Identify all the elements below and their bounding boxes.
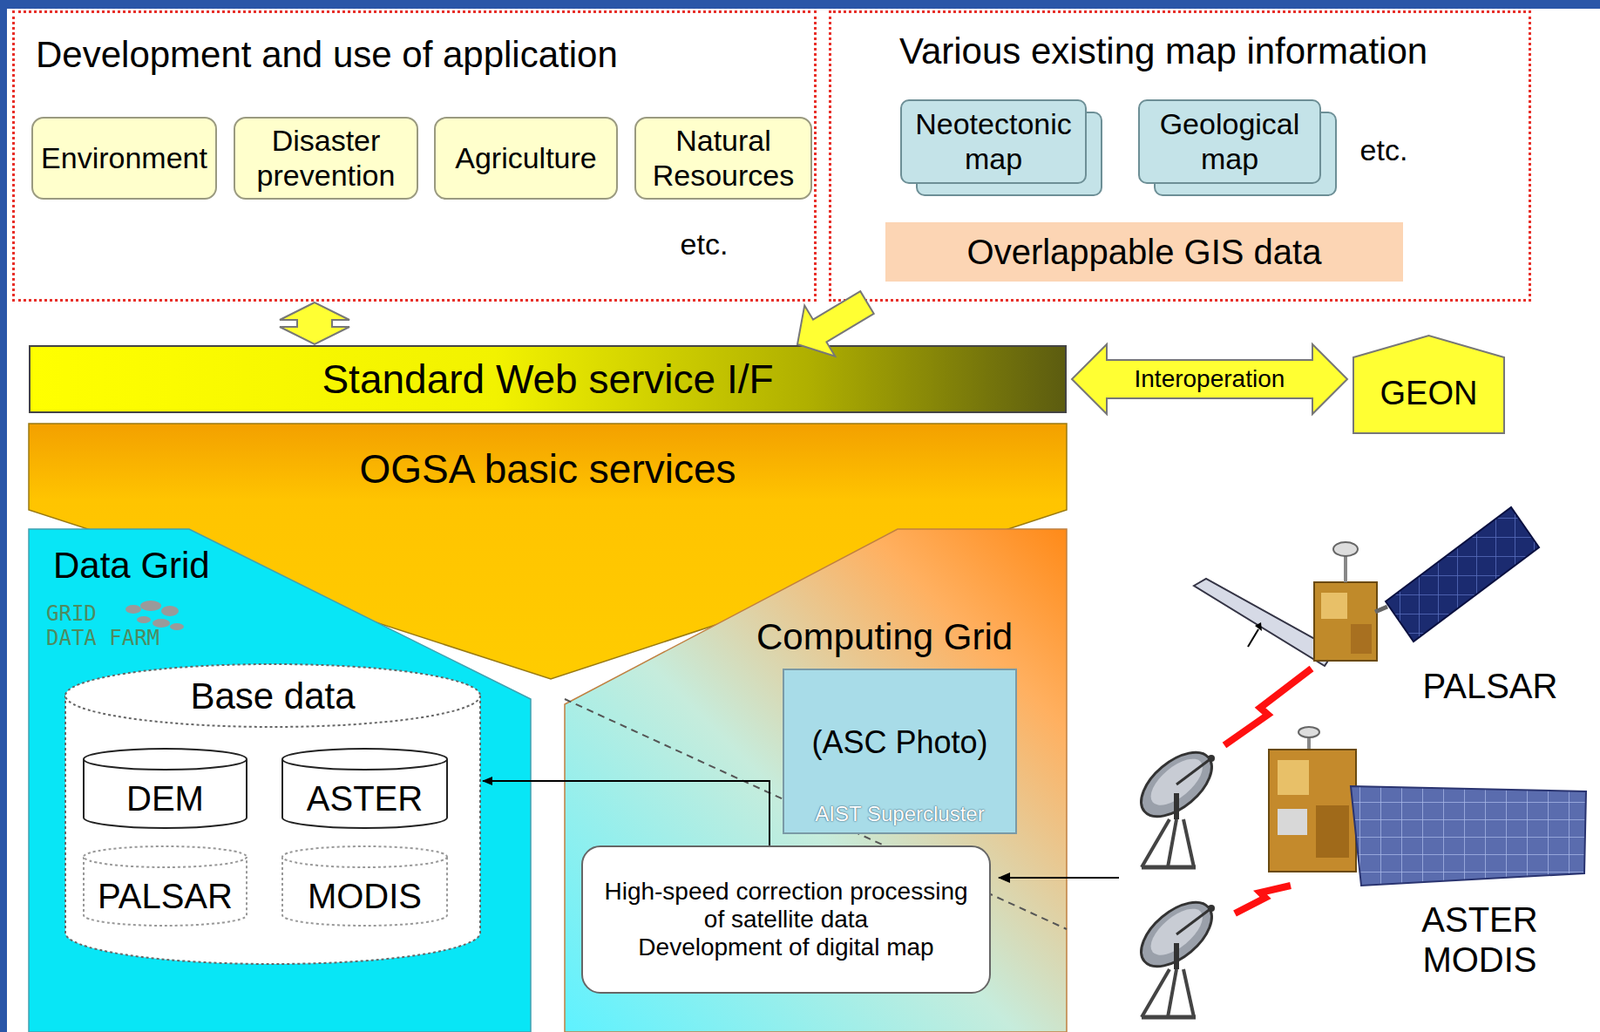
cluster-box: (ASC Photo) AIST Supercluster (782, 668, 1017, 834)
group-box: Various existing map informationNeotecto… (828, 10, 1532, 302)
node-label: Base data (63, 675, 482, 718)
node-label: Development and use of application (35, 33, 814, 76)
node-label: MODIS (280, 875, 449, 916)
geon-box: GEON (1352, 334, 1506, 434)
drawing-part (169, 623, 184, 631)
logo-spacer (115, 601, 186, 626)
logo-dots (125, 600, 184, 631)
etc-note: etc. (680, 227, 729, 261)
cylinder-top (282, 846, 448, 868)
drawing-part (1247, 629, 1259, 647)
node-label: Agriculture (439, 141, 613, 176)
satellite-name: PALSAR (1423, 666, 1559, 706)
map-stack: Geological map (1138, 99, 1322, 184)
data-cylinder: MODIS (280, 845, 449, 927)
drawing-part (1350, 786, 1587, 886)
drawing-part (136, 616, 151, 624)
drawing-part (1277, 759, 1309, 795)
edge-label: Interoperation (1132, 365, 1288, 394)
node-label: Environment (36, 141, 212, 176)
drawing-part (1321, 592, 1348, 619)
gis-band: Overlappable GIS data (885, 222, 1404, 282)
application-box: Environment (31, 116, 217, 200)
grid-panel: Data GridBase dataDEM ASTER PALSAR MODIS (28, 528, 531, 1032)
label-holder: GRID DATA FARM (46, 601, 186, 651)
drawing-part (1385, 507, 1539, 642)
drawing-part (1130, 739, 1224, 868)
drawing-part (1268, 749, 1356, 872)
drawing-part (140, 600, 162, 611)
application-box: Disaster prevention (233, 116, 419, 200)
drawing-part (1350, 623, 1372, 654)
drawing-part (1315, 805, 1350, 858)
block-arrow (279, 302, 350, 345)
label-holder: PALSAR (1423, 665, 1559, 706)
node-label: Data Grid (53, 544, 531, 587)
drawing-part (0, 0, 1600, 9)
node-sublabel: Development of digital map (595, 933, 977, 962)
node-label: Neotectonic map (905, 107, 1082, 176)
node-label: DEM (81, 778, 249, 819)
data-cylinder: PALSAR (81, 845, 249, 927)
map-stack: Neotectonic map (900, 99, 1087, 184)
drawing-part (1277, 808, 1308, 835)
process-box: High-speed correction processing of sate… (581, 845, 991, 994)
drawing-part (998, 876, 1119, 879)
drawing-part (1234, 885, 1291, 914)
node-label: (ASC Photo) (784, 724, 1016, 760)
node-sublabel: AIST Supercluster (784, 801, 1016, 827)
drawing-part (1298, 726, 1320, 738)
application-box: Agriculture (433, 116, 618, 200)
node-label: ASTER (280, 778, 449, 819)
label-holder: etc. (1360, 133, 1409, 168)
node-label: GEON (1352, 374, 1506, 414)
flow-arrow (482, 780, 770, 846)
database-cylinder: Base dataDEM ASTER PALSAR MODIS (63, 663, 482, 965)
drawing-part (1333, 542, 1358, 556)
block-arrow (1071, 344, 1348, 414)
drawing-part (1254, 622, 1262, 631)
data-cylinder: DEM (81, 747, 249, 829)
drawing-part (0, 0, 7, 1032)
data-cylinder: ASTER (280, 747, 449, 829)
label-holder: ASTER MODIS (1401, 899, 1559, 980)
node-label: OGSA basic services (28, 446, 1067, 493)
label-holder: etc. (680, 227, 729, 262)
drawing-part (161, 605, 179, 617)
house-shape (1353, 335, 1505, 434)
etc-note: etc. (1360, 133, 1409, 167)
cylinder-top (83, 748, 247, 770)
node-label: Overlappable GIS data (885, 231, 1404, 272)
logo-text: GRID DATA FARM (46, 601, 160, 651)
block-arrow (797, 291, 875, 357)
node-label: Computing Grid (756, 616, 1067, 658)
drawing-part (1314, 582, 1377, 661)
interface-band: Standard Web service I/F (28, 345, 1067, 414)
palsar-satellite (1193, 507, 1539, 666)
cylinder-top (83, 846, 247, 868)
node-label: Geological map (1143, 107, 1316, 176)
node-label: High-speed correction processing of sate… (595, 877, 977, 934)
drawing-part (1130, 889, 1224, 1017)
node-label: Various existing map information (899, 30, 1529, 73)
node-label: Disaster prevention (238, 123, 414, 192)
drawing-part (1375, 606, 1388, 612)
node-label: Standard Web service I/F (30, 356, 1065, 403)
cylinder-body (65, 695, 481, 964)
application-box: Natural Resources (634, 116, 813, 200)
node-label: PALSAR (81, 875, 249, 916)
terra-satellite (1268, 726, 1587, 886)
drawing-part (125, 604, 142, 614)
satellite-name: ASTER MODIS (1401, 899, 1559, 980)
node-label: Natural Resources (639, 123, 807, 192)
panel-shape (28, 528, 531, 1032)
cylinder-top (282, 748, 448, 770)
edge-label-holder: Interoperation (1132, 365, 1288, 394)
